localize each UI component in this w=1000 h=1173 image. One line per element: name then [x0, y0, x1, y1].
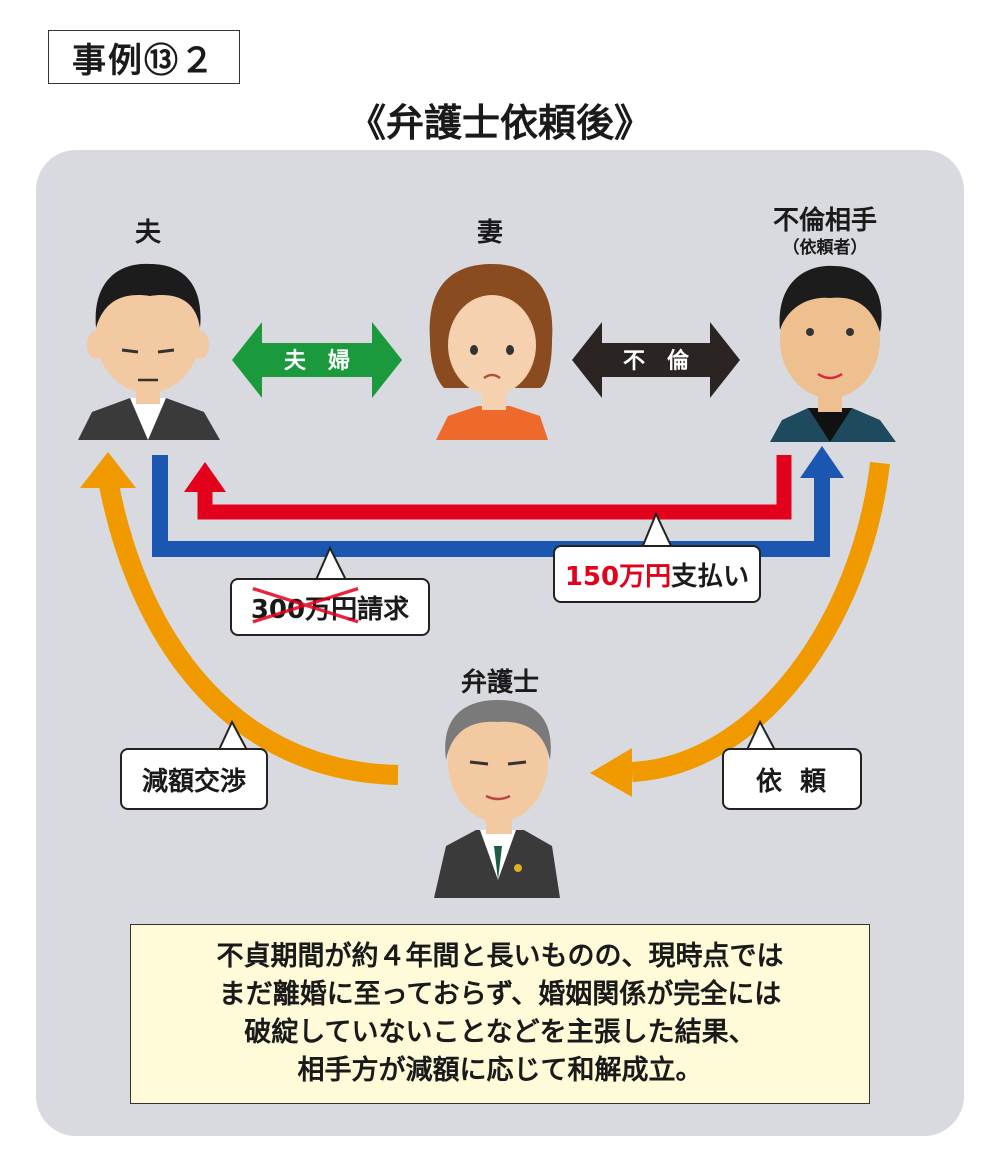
request-arrow	[631, 461, 890, 782]
negotiation-arrow-head	[80, 452, 136, 488]
summary-line: 不貞期間が約４年間と長いものの、現時点では	[216, 941, 784, 972]
paid-amount: 150万円	[564, 561, 672, 592]
claim-line	[197, 455, 792, 520]
couple-arrow-label: 夫 婦	[284, 348, 350, 374]
reduction-callout: 減額交渉	[120, 748, 268, 810]
couple-arrow: 夫 婦	[232, 322, 402, 398]
summary-line: 相手方が減額に応じて和解成立。	[297, 1055, 703, 1086]
page-title: 《弁護士依頼後》	[347, 101, 652, 145]
request-arrow-head	[590, 748, 632, 797]
request-callout: 依頼	[722, 748, 862, 810]
wife-label: 妻	[476, 218, 503, 248]
partner-client-note: （依頼者）	[782, 238, 868, 258]
claim-callout: 300万円 請求	[230, 578, 430, 636]
claim-arrow-head	[184, 462, 226, 492]
summary-line: まだ離婚に至っておらず、婚姻関係が完全には	[218, 979, 782, 1010]
husband-label: 夫	[134, 218, 161, 248]
summary-box: 不貞期間が約４年間と長いものの、現時点では まだ離婚に至っておらず、婚姻関係が完…	[130, 924, 870, 1104]
affair-arrow: 不 倫	[572, 322, 740, 398]
wife-figure	[429, 264, 553, 440]
claim-amount: 300万円	[250, 594, 358, 625]
case-number-label: 事例⑬２	[48, 30, 240, 84]
husband-figure	[78, 263, 220, 440]
strikethrough-cross-icon	[252, 586, 359, 623]
affair-arrow-label: 不 倫	[623, 348, 690, 374]
payment-arrow-head	[800, 446, 844, 478]
lawyer-figure	[434, 700, 560, 898]
negotiation-arrow	[98, 478, 399, 785]
claim-suffix: 請求	[357, 594, 410, 625]
paid-suffix: 支払い	[671, 561, 750, 592]
payment-line	[152, 455, 830, 557]
payment-callout: 150万円 支払い	[553, 545, 761, 603]
summary-line: 破綻していないことなどを主張した結果、	[244, 1017, 756, 1048]
partner-figure	[770, 265, 896, 442]
lawyer-label: 弁護士	[460, 668, 539, 698]
partner-label: 不倫相手	[772, 206, 877, 236]
